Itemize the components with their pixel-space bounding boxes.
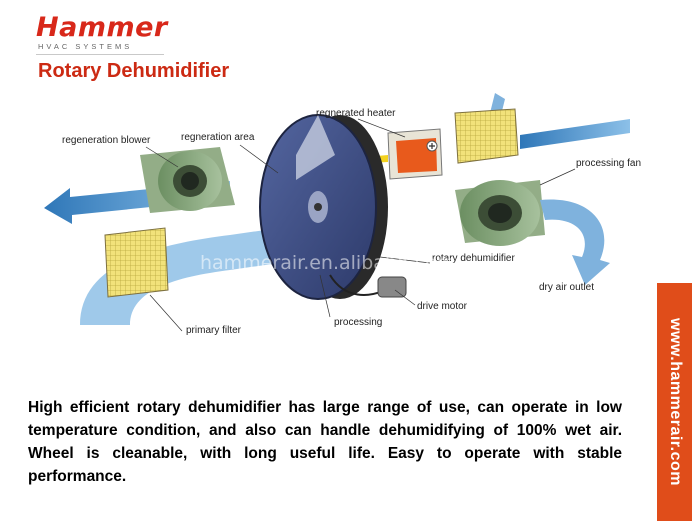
label-regeneration-blower: regeneration blower [62, 135, 151, 146]
label-regenerated-heater: regnerated heater [316, 108, 396, 119]
brand-tagline: HVAC SYSTEMS [38, 42, 133, 51]
regeneration-intake-arrow [520, 119, 630, 149]
process-air-inlet-stream [80, 225, 300, 325]
description-text: High efficient rotary dehumidifier has l… [28, 399, 622, 485]
processing-fan-unit [455, 180, 545, 246]
primary-filter [104, 227, 169, 298]
brand-name: Hammer [36, 12, 168, 43]
regeneration-blower-fan [140, 147, 235, 213]
regeneration-sector [296, 115, 335, 180]
label-drive-motor: drive motor [417, 301, 468, 312]
brand-logo: Hammer HVAC SYSTEMS [36, 14, 168, 51]
label-dry-air-outlet: dry air outlet [539, 282, 594, 293]
slide-title: Rotary Dehumidifier [38, 60, 230, 82]
top-filter [454, 108, 519, 164]
website-url: www.hammerair.com [666, 318, 684, 486]
drive-motor [377, 276, 407, 298]
label-processing: processing [334, 317, 382, 328]
label-processing-fan: processing fan [576, 158, 641, 169]
logo-divider [36, 54, 164, 55]
website-banner: www.hammerair.com [657, 283, 692, 521]
watermark: hammerair.en.alibaba.com [200, 252, 455, 274]
dry-air-outlet-arrow [540, 199, 610, 285]
dehumidifier-diagram: regeneration blower regneration area reg… [44, 93, 641, 336]
label-regeneration-area: regneration area [181, 132, 255, 143]
label-primary-filter: primary filter [186, 325, 242, 336]
label-rotary-dehumidifier: rotary dehumidifier [432, 253, 515, 264]
